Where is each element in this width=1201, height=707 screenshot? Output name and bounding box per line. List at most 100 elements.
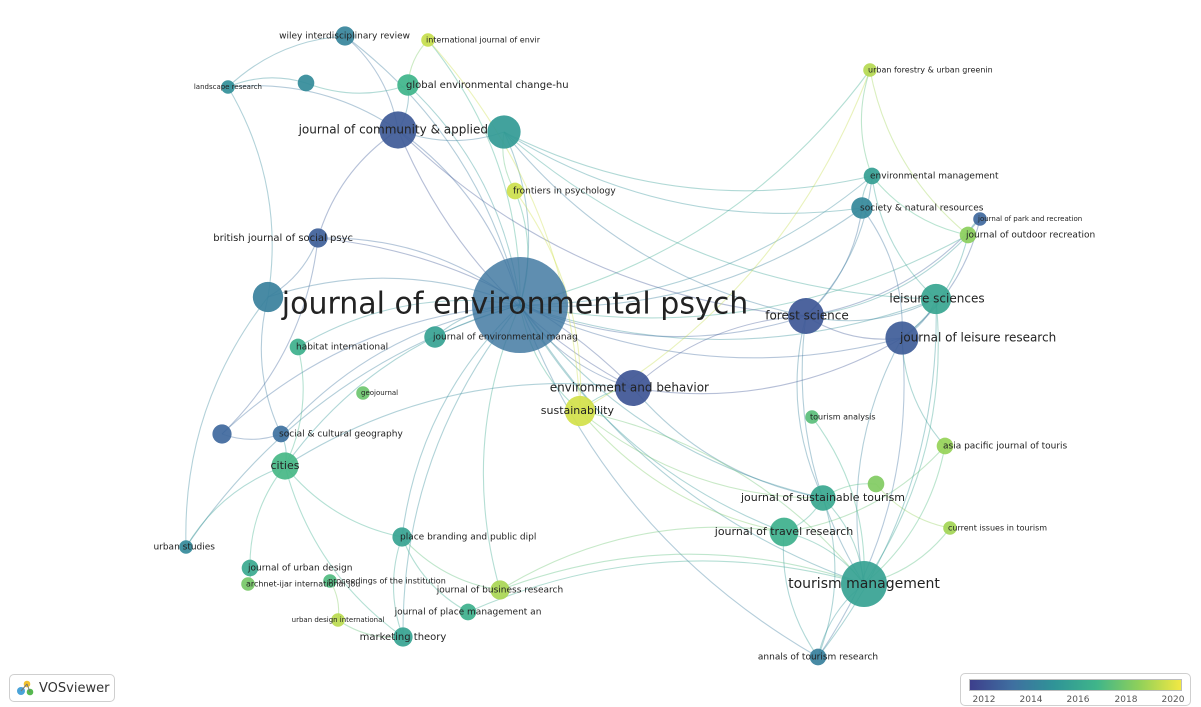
node-label[interactable]: journal of urban design (247, 564, 352, 574)
network-node[interactable] (487, 115, 521, 149)
node-label[interactable]: urban forestry & urban greenin (868, 66, 993, 75)
network-node[interactable] (472, 257, 568, 353)
network-node[interactable] (241, 577, 255, 591)
network-node[interactable] (943, 521, 957, 535)
node-label[interactable]: tourism management (788, 576, 940, 592)
network-link (856, 337, 903, 585)
node-label[interactable]: wiley interdisciplinary review (279, 32, 410, 42)
node-label[interactable]: frontiers in psychology (513, 187, 616, 197)
network-node[interactable] (506, 182, 524, 200)
node-label[interactable]: forest science (765, 309, 849, 323)
node-label[interactable]: society & natural resources (860, 204, 984, 214)
node-label[interactable]: environmental management (870, 172, 999, 182)
node-label[interactable]: cities (271, 459, 300, 472)
network-node[interactable] (863, 167, 881, 185)
network-link (860, 69, 873, 177)
network-link (519, 234, 969, 319)
node-label[interactable]: leisure sciences (889, 292, 984, 306)
node-label[interactable]: proceedings of the institution (328, 577, 446, 586)
network-node[interactable] (840, 560, 888, 608)
network-node[interactable] (393, 627, 413, 647)
network-node[interactable] (379, 111, 417, 149)
node-label[interactable]: urban design international (292, 616, 385, 624)
network-node[interactable] (356, 386, 370, 400)
network-node[interactable] (421, 33, 435, 47)
network-node[interactable] (867, 475, 885, 493)
network-node[interactable] (289, 338, 307, 356)
node-label[interactable]: social & cultural geography (279, 430, 403, 440)
network-link (519, 304, 819, 658)
node-label[interactable]: journal of community & applied (298, 123, 488, 137)
node-label[interactable]: british journal of social psyc (213, 233, 353, 244)
network-node[interactable] (241, 559, 259, 577)
node-label[interactable]: marketing theory (360, 632, 447, 643)
network-node[interactable] (335, 26, 355, 46)
node-label[interactable]: annals of tourism research (758, 653, 878, 663)
network-node[interactable] (392, 527, 412, 547)
network-link (317, 129, 399, 239)
node-label[interactable]: geojournal (361, 389, 398, 397)
node-label[interactable]: archnet-ijar international jou (246, 580, 360, 589)
vosviewer-logo-button[interactable]: VOSviewer (9, 674, 115, 702)
network-node[interactable] (959, 226, 977, 244)
node-label[interactable]: landscape research (194, 83, 262, 91)
network-node[interactable] (272, 425, 290, 443)
network-node[interactable] (564, 395, 596, 427)
node-label[interactable]: global environmental change-hu (406, 80, 569, 91)
network-node[interactable] (323, 574, 337, 588)
node-label[interactable]: sustainability (541, 404, 615, 417)
node-label[interactable]: international journal of envir (426, 36, 541, 45)
network-node[interactable] (221, 80, 235, 94)
legend-tick-2012: 2012 (972, 695, 996, 705)
node-label[interactable]: current issues in tourism (948, 524, 1047, 533)
network-node[interactable] (179, 540, 193, 554)
node-label[interactable]: journal of environmental psych (281, 287, 748, 322)
network-node[interactable] (212, 424, 232, 444)
network-link (579, 410, 785, 533)
node-label[interactable]: urban studies (153, 543, 215, 553)
network-node[interactable] (885, 321, 919, 355)
node-label[interactable]: place branding and public dipl (400, 533, 536, 543)
node-label[interactable]: habitat international (296, 343, 388, 353)
node-label[interactable]: tourism analysis (810, 413, 876, 422)
network-link (519, 69, 871, 306)
network-node[interactable] (809, 648, 827, 666)
node-label[interactable]: journal of leisure research (899, 331, 1056, 345)
node-label[interactable]: asia pacific journal of touris (943, 442, 1068, 452)
network-node[interactable] (615, 370, 651, 406)
network-node[interactable] (490, 580, 510, 600)
network-node[interactable] (805, 410, 819, 424)
node-label[interactable]: journal of outdoor recreation (965, 231, 1095, 241)
node-label[interactable]: journal of business research (436, 586, 563, 596)
network-link (284, 465, 403, 538)
network-node[interactable] (397, 74, 419, 96)
network-link (503, 131, 937, 300)
node-label[interactable]: journal of park and recreation (977, 215, 1082, 223)
network-node[interactable] (920, 283, 952, 315)
network-link (875, 483, 951, 529)
network-node[interactable] (271, 452, 299, 480)
network-node[interactable] (459, 603, 477, 621)
network-node[interactable] (331, 613, 345, 627)
node-label[interactable]: journal of environmental manag (432, 333, 578, 343)
node-label[interactable]: journal of sustainable tourism (740, 491, 905, 504)
network-node[interactable] (851, 197, 873, 219)
node-label[interactable]: environment and behavior (550, 381, 709, 395)
network-node[interactable] (424, 326, 446, 348)
vosviewer-logo-icon (17, 680, 34, 696)
node-label[interactable]: journal of place management an (394, 608, 542, 618)
node-label[interactable]: journal of travel research (714, 525, 853, 538)
network-node[interactable] (252, 281, 284, 313)
network-node[interactable] (788, 298, 824, 334)
network-node[interactable] (308, 228, 328, 248)
network-link (863, 298, 939, 585)
network-link (579, 410, 865, 585)
network-node[interactable] (297, 74, 315, 92)
network-node[interactable] (863, 63, 877, 77)
network-node[interactable] (769, 517, 799, 547)
network-node[interactable] (810, 485, 836, 511)
network-node[interactable] (973, 212, 987, 226)
network-node[interactable] (936, 437, 954, 455)
